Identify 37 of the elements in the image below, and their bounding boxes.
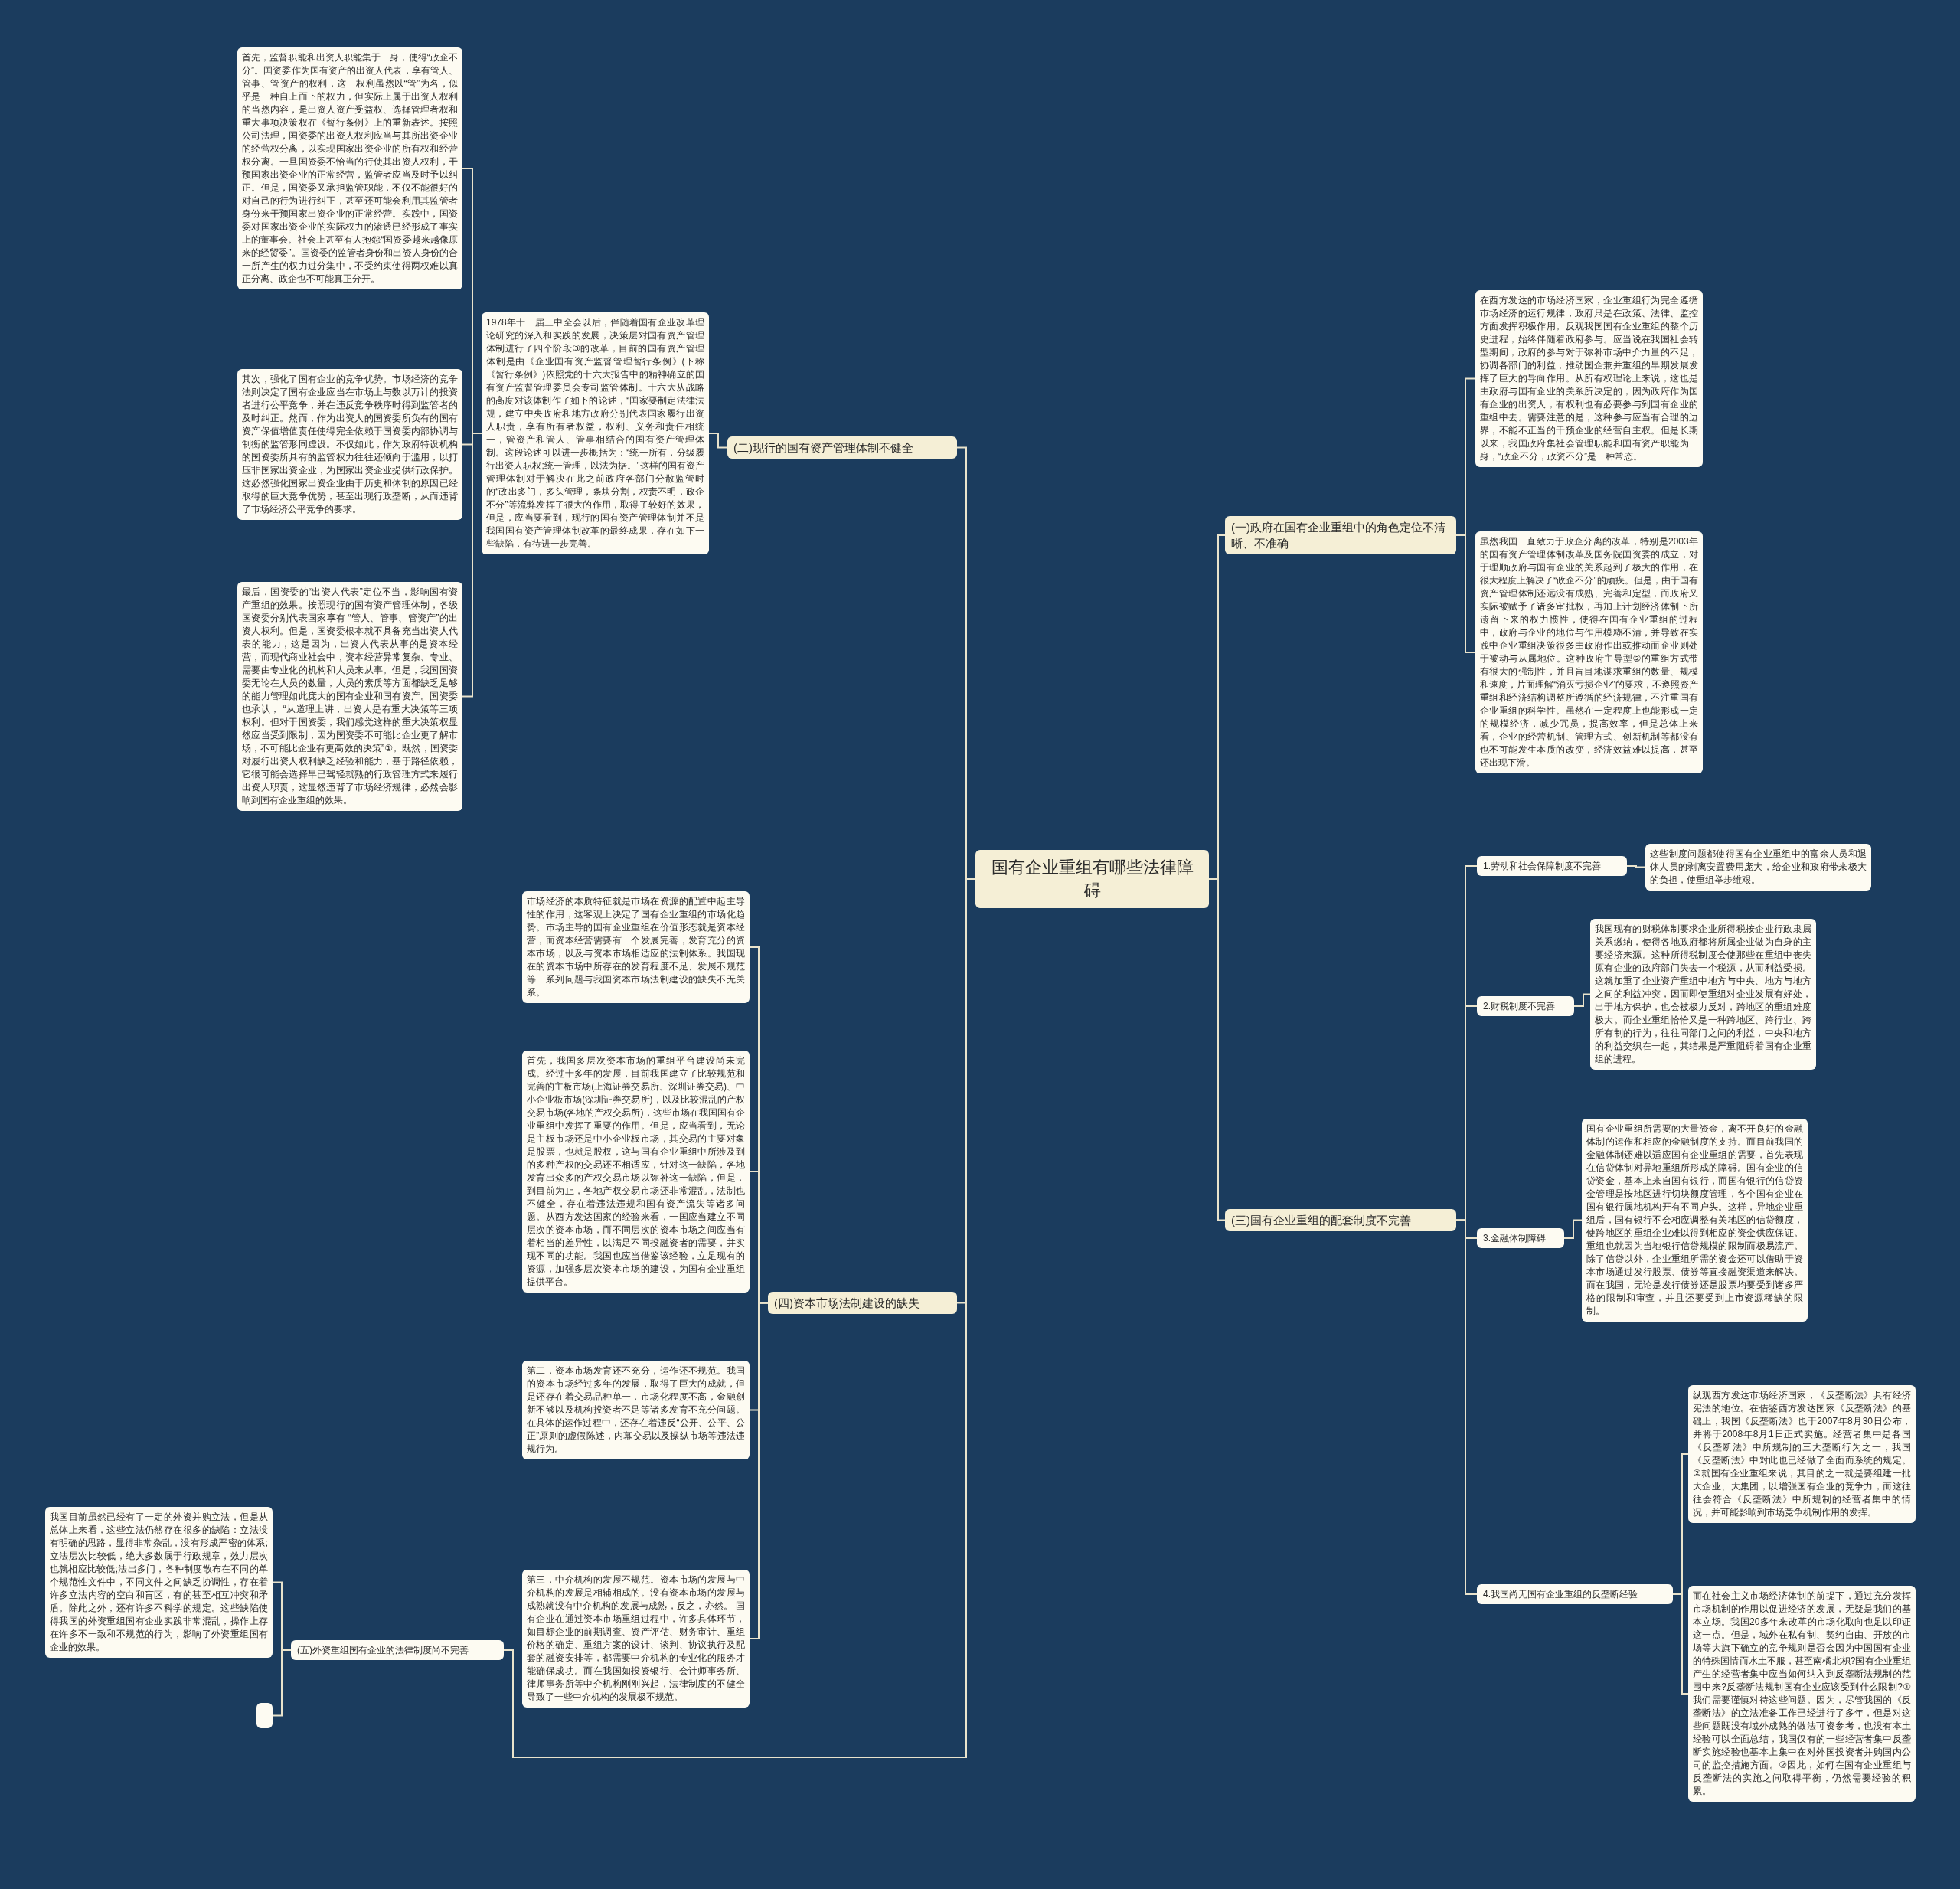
connector-line xyxy=(1563,1219,1583,1239)
text-card: 最后，国资委的“出资人代表”定位不当，影响国有资产重组的效果。按照现行的国有资产管理体制，各级国资委分别代表国家享有 “管人、管事、管资产”的出资人权利。但是，国资委根本就不具备充当出资人代表的能力，这是因为，出资人代表从事的是资本经营，而现代商业社会中，资本经营异常复杂、专业、需要由专业化的机构和人员来从事。但是，我国国资委无论在人员的数量，人员的素质等方面都缺乏足够的能力管理如此庞大的国有企业和国有资产。国资委也承认， “从道理上讲，出资人是有重大决策等三项权利。但对于国资委，我们感觉这样的重大决策权显然应当受到限制，因为国资委不可能比企业更了解市场，不可能比企业有更高效的决策”①。既然，国资委对履行出资人权利缺乏经验和能力，基于路径依赖，它很可能会选择早已驾轻就熟的行政管理方式来履行出资人职责，这显然违背了市场经济规律，必然会影响到国有企业重组的效果。 xyxy=(237,582,462,811)
connector-line xyxy=(1573,993,1591,1007)
connector-line xyxy=(1455,1219,1478,1595)
connector-line xyxy=(272,1649,292,1717)
text-card: 这些制度问题都使得国有企业重组中的富余人员和退休人员的剥离安置费用庞大，给企业和政府带来极大的负担，使重组举步维艰。 xyxy=(1645,844,1871,891)
connector-line xyxy=(749,1302,769,1639)
text-card: 在西方发达的市场经济国家，企业重组行为完全遵循市场经济的运行规律，政府只是在政策、法律、监控方面发挥积极作用。反观我国国有企业重组的整个历史进程，始终伴随着政府参与。应当说在我国社会转型期间，政府的参与对于弥补市场中介力量的不足，协调各部门的利益，推动国企兼并重组的早期发展发挥了巨大的导向作用。从所有权理论上来说，这也是由政府与国有企业的关系所决定的，因为政府作为国有企业的出资人，有权利也有必要参与到国有企业的重组中去。需要注意的是，这种参与应当有合理的边界，不能不正当的干预企业的经营自主权。但是长期以来，我国政府集社会管理职能和国有资产职能为一身，“政企不分，政资不分”是一种常态。 xyxy=(1475,290,1703,467)
branch-topic: (一)政府在国有企业重组中的角色定位不清晰、不准确 xyxy=(1225,516,1456,554)
connector-line xyxy=(708,433,728,449)
text-card: 第二，资本市场发育还不充分，运作还不规范。我国的资本市场经过多年的发展，取得了巨大的成就，但是还存在着交易品种单一，市场化程度不高，金融创新不够以及机构投资者不足等诸多发育不充分问题。在具体的运作过程中，还存在着违反“公开、公平、公正”原则的虚假陈述，内幕交易以及操纵市场等违法违规行为。 xyxy=(522,1361,750,1459)
connector-line xyxy=(1455,534,1476,653)
subtopic-label: 3.金融体制障碍 xyxy=(1477,1228,1564,1248)
text-card: 而在社会主义市场经济体制的前提下，通过充分发挥市场机制的作用以促进经济的发展，无疑是我们的基本立场。我国20多年来改革的市场化取向也足以印证这一点。但是，域外在私有制、契约自由、开放的市场等大旗下确立的竞争规则是否会因为中国国有企业的特殊国情而水土不服，甚至南橘北枳?国有企业重组产生的经营者集中应当如何纳入到反垄断法规制的范围中来?反垄断法规制国有企业应该受到什么限制?①我们需要谨慎对待这些问题。因为，尽管我国的《反垄断法》的立法准备工作已经进行了多年，但是对这些问题既没有域外成熟的做法可资参考，也没有本土经验可以全面总结，我国仅有的一些经营者集中反垄断实施经验也基本上集中在对外国投资者并购国内公司的监控措施方面。②因此，如何在国有企业重组与反垄断法的实施之间取得平衡，仍然需要经验的积累。 xyxy=(1688,1586,1916,1802)
text-card: 市场经济的本质特征就是市场在资源的配置中起主导性的作用，这客观上决定了国有企业重组的市场化趋势。市场主导的国有企业重组在价值形态就是资本经营，而资本经营需要有一个发展完善，发育充分的资本市场，以及与资本市场相适应的法制体系。我国现在的资本市场中所存在的发育程度不足、发展不规范等一系列问题与我国资本市场法制建设的缺失不无关系。 xyxy=(522,891,750,1003)
text-card: 我国现有的财税体制要求企业所得税按企业行政隶属关系缴纳，使得各地政府都将所属企业做为自身的主要经济来源。这种所得税制度会使那些在重组中丧失原有企业的政府部门失去一个税源，从而利益受损。这就加重了企业资产重组中地方与中央、地方与地方之间的利益冲突，因而即使重组对企业发展有好处，出于地方保护，也会被极力反对，跨地区的重组难度极大。而企业重组恰恰又是一种跨地区、跨行业、跨所有制的行为，往往同部门之间的利益，中央和地方的利益交织在一起，其结果是严重阻碍着国有企业重组的进程。 xyxy=(1590,919,1816,1070)
subtopic-label: 2.财税制度不完善 xyxy=(1477,996,1574,1016)
connector-line xyxy=(1626,865,1646,868)
text-card: 虽然我国一直致力于政企分离的改革，特别是2003年的国有资产管理体制改革及国务院国资委的成立，对于理顺政府与国有企业的关系起到了极大的作用，在很大程度上解决了“政企不分”的顽疾。但是，由于国有资产管理体制还远没有成熟、完善和定型，而政府又实际被赋予了诸多审批权，再加上计划经济体制下所遗留下来的权力惯性，使得在国有企业重组的过程中，政府与企业的地位与作用模糊不清，并导致在实践中企业重组决策很多由政府作出或推动而企业则处于被动与从属地位。这种政府主导型②的重组方式带有很大的强制性，并且盲目地谋求重组的数量、规模和速度，片面理解“消灭亏损企业”的要求，不遵照资产重组和经济结构调整所遵循的经济规律，不注重国有企业重组的科学性。虽然在一定程度上也能形成一定的规模经济，减少冗员，提高效率，但是总体上来看，企业的经营机制、管理方式、创新机制等都没有也不可能发生本质的改变，经济效益难以提高，甚至还出现下滑。 xyxy=(1475,531,1703,773)
branch-topic: (二)现行的国有资产管理体制不健全 xyxy=(727,436,957,459)
connector-line xyxy=(462,433,482,698)
empty-topic-box xyxy=(256,1703,273,1728)
subtopic-label: (五)外资重组国有企业的法律制度尚不完善 xyxy=(291,1640,504,1660)
branch-topic: (三)国有企业重组的配套制度不完善 xyxy=(1225,1209,1456,1231)
text-card: 纵观西方发达市场经济国家，《反垄断法》具有经济宪法的地位。在借鉴西方发达国家《反垄断法》的基础上，我国《反垄断法》也于2007年8月30日公布，并将于2008年8月1日正式实施。经营者集中是各国《反垄断法》中所规制的三大垄断行为之一，我国《反垄断法》中对此也已经做了全面而系统的规定。②就国有企业重组来说，其目的之一就是要组建一批大企业、大集团，以增强国有企业的竞争力，而这往往会符合《反垄断法》中所规制的经营者集中的情况，并可能影响到市场竞争机制作用的发挥。 xyxy=(1688,1385,1916,1523)
text-card: 我国目前虽然已经有了一定的外资并购立法，但是从总体上来看，这些立法仍然存在很多的缺陷：立法没有明确的思路，显得非常杂乱，没有形成严密的体系;立法层次比较低，绝大多数属于行政规章，效力层次也就相应比较低;法出多门，各种制度散布在不同的单个规范性文件中，不同文件之间缺乏协调性，存在着许多立法内容的空白和盲区，有的甚至相互冲突和矛盾。除此之外，还有许多不科学的规定。这些缺陷使得我国的外资重组国有企业实践非常混乱，操作上存在许多不一致和不规范的行为，影响了外资重组国有企业的效果。 xyxy=(45,1507,273,1658)
subtopic-label: 4.我国尚无国有企业重组的反垄断经验 xyxy=(1477,1584,1673,1604)
subtopic-label: 1.劳动和社会保障制度不完善 xyxy=(1477,856,1627,876)
central-topic: 国有企业重组有哪些法律障碍 xyxy=(975,850,1209,908)
branch-topic: (四)资本市场法制建设的缺失 xyxy=(768,1292,957,1314)
text-card: 首先，我国多层次资本市场的重组平台建设尚未完成。经过十多年的发展，目前我国建立了比较规范和完善的主板市场(上海证券交易所、深圳证券交易)、中小企业板市场(深圳证券交易所)，以及比较混乱的产权交易市场(各地的产权交易所)，这些市场在我国国有企业重组中发挥了重要的作用。但是，应当看到，无论是主板市场还是中小企业板市场，其交易的主要对象是股票，也就是股权，这与国有企业重组中所涉及到的多种产权的交易还不相适应，针对这一缺陷，各地发育出众多的产权交易市场以弥补这一缺陷，但是，到目前为止，各地产权交易市场还非常混乱，法制也不健全，存在着违法违规和国有资产流失等诸多问题。从西方发达国家的经验来看，一国应当建立不同层次的资本市场，而不同层次的资本市场之间应当有着相当的差异性，以满足不同投融资者的需要，并实现不同的功能。我国也应当借鉴该经验，立足现有的资源，加强多层次资本市场的建设，为国有企业重组提供平台。 xyxy=(522,1051,750,1293)
text-card: 首先，监督职能和出资人职能集于一身，使得“政企不分”。国资委作为国有资产的出资人代表，享有管人、管事、管资产的权利，这一权利虽然以“管”为名，似乎是一种自上而下的权力，但实际上属于出资人权利的当然内容，是出资人资产受益权、选择管理者权和重大事项决策权在《暂行条例》上的重新表述。按照公司法理，国资委的出资人权利应当与其所出资企业的经营权分离，以实现国家出资企业的所有权和经营权分离。一旦国资委不恰当的行使其出资人权利，干预国家出资企业的正常经营，监管者应当及时予以纠正。但是，国资委又承担监管职能，不仅不能很好的对自己的行为进行纠正，甚至还可能会利用其监管者身份来干预国家出资企业的正常经营。实践中，国资委对国家出资企业的实际权力的渗透已经形成了事实上的董事会。社会上甚至有人抱怨“国资委越来越像原来的经贸委”。国资委的监管者身份和出资人身份的合一所产生的权力过分集中，不受约束使得两权难以真正分离、政企也不可能真正分开。 xyxy=(237,47,462,289)
connector-line xyxy=(1672,1593,1689,1695)
text-card: 1978年十一届三中全会以后，伴随着国有企业改革理论研究的深入和实践的发展，决策层对国有资产管理体制进行了四个阶段③的改革，目前的国有资产管理体制是由《企业国有资产监督管理暂行条例》(下称《暂行条例》)依照党的十六大报告中的精神确立的国有资产监督管理委员会专司监管体制。十六大从战略的高度对该体制作了如下的论述，“国家要制定法律法规，建立中央政府和地方政府分别代表国家履行出资人职责，享有所有者权益，权利、义务和责任相统一，管资产和管人、管事相结合的国有资产管理体制。这段论述可以进一步概括为：“统一所有，分级履行出资人职权;统一管理，以法为据。”这样的国有资产管理体制对于解决在此之前政府各部门分散监管时的“政出多门，多头管理，条块分割，权责不明，政企不分”等流弊发挥了很大的作用，取得了较好的效果，但是，应当要看到，现行的国有资产管理体制并不是我国国有资产管理体制改革的最终成果，存在如下一些缺陷，有待进一步完善。 xyxy=(482,312,709,554)
text-card: 第三，中介机构的发展不规范。资本市场的发展与中介机构的发展是相辅相成的。没有资本市场的发展与成熟就没有中介机构的发展与成熟，反之，亦然。 国有企业在通过资本市场重组过程中，许多具体环节，如目标企业的前期调查、资产评估、财务审计、重组价格的确定、重组方案的设计、谈判、协议执行及配套的融资安排等，都需要中介机构的专业化的服务才能确保成功。而在我国如投资银行、会计师事务所、律师事务所等中介机构刚刚兴起，法律制度的不健全导致了一些中介机构的发展极不规范。 xyxy=(522,1570,750,1708)
text-card: 其次，强化了国有企业的竞争优势。市场经济的竞争法则决定了国有企业应当在市场上与数以万计的投资者进行公平竞争，并在违反竞争秩序时得到监管者的及时纠正。然而，作为出资人的国资委所负有的国有资产保值增值责任使得完全依赖于国资委内部协调与制衡的监管形同虚设。不仅如此，作为政府特设机构的国资委所具有的监管权力往往还倾向于滥用，以打压非国家出资企业，为国家出资企业提供行政保护。这必然强化国家出资企业由于历史和体制的原因已经取得的巨大竞争优势，甚至出现行政垄断，从而违背了市场经济公平竞争的要求。 xyxy=(237,369,462,520)
text-card: 国有企业重组所需要的大量资金，离不开良好的金融体制的运作和相应的金融制度的支持。而目前我国的金融体制还难以适应国有企业重组的需要，首先表现在信贷体制对异地重组所形成的障碍。国有企业的信贷资金，基本上来自国有银行，而国有银行的信贷资金管理是按地区进行切块额度管理，各个国有企业在国有银行属地机构开有不同户头。这样，异地企业重组后，国有银行不会相应调整有关地区的信贷额度，使跨地区的重组企业难以得到相应的资金供应保证。重组也就因为当地银行信贷规模的限制而极易流产。除了信贷以外，企业重组所需的资金还可以借助于资本市场通过发行股票、债券等直接融资渠道来解决。而在我国，无论是发行债券还是股票均要受到诸多严格的限制和审查，并且还要受到上市资源稀缺的限制。 xyxy=(1582,1119,1808,1322)
